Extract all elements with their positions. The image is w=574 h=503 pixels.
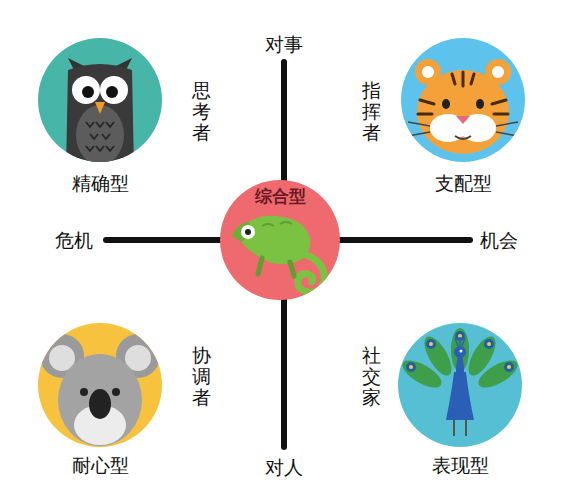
chameleon-icon-part: [232, 216, 324, 292]
peacock-icon-part-part-part: [484, 339, 494, 349]
tiger-icon-part-part: [418, 72, 508, 114]
tiger-icon-part-part: [417, 70, 509, 154]
koala-icon: [38, 323, 162, 447]
owl-icon-part-part: [72, 76, 100, 104]
owl-icon-part-part: [86, 122, 114, 151]
owl-icon: [38, 38, 162, 170]
peacock-icon: [398, 323, 522, 447]
role-label: 社交家: [362, 345, 381, 408]
peacock-icon-part-part-part: [398, 355, 445, 393]
koala-icon-part-part: [112, 388, 120, 396]
peacock-icon-part-part-part: [406, 362, 416, 372]
tiger-icon-part: [401, 38, 525, 162]
chameleon-icon-part-part: [258, 258, 294, 276]
owl-icon-part-part: [95, 102, 105, 114]
role-label: 指挥者: [362, 80, 381, 143]
koala-icon-part-part: [80, 388, 88, 396]
type-name: 支配型: [435, 172, 492, 195]
peacock-icon-part-part-part: [451, 328, 469, 372]
tiger-icon: [401, 38, 525, 162]
tiger-icon-part-part: [442, 99, 450, 109]
axis-label: 对事: [265, 33, 303, 56]
tiger-icon-part-part: [422, 66, 434, 78]
axis-label: 机会: [480, 229, 518, 252]
role-label: 思考者: [192, 80, 211, 143]
tiger-icon-part: [408, 59, 518, 154]
peacock-icon-part-part: [446, 372, 474, 420]
tiger-icon-part-part: [408, 122, 518, 136]
chameleon-icon: [220, 180, 340, 300]
center-circle: 综合型: [220, 180, 340, 300]
peacock-icon-part-part-part: [409, 365, 413, 369]
tiger-icon-part-part: [476, 99, 484, 109]
owl-icon-part-part: [66, 64, 134, 170]
type-circle: 精确型思考者: [38, 38, 162, 162]
koala-icon-part-part: [89, 389, 111, 419]
type-name: 精确型: [72, 172, 129, 195]
peacock-icon-part: [398, 328, 521, 436]
peacock-icon-part-part: [406, 331, 514, 372]
tiger-icon-part-part: [492, 66, 504, 78]
peacock-icon-part-part-part: [474, 355, 521, 393]
chameleon-icon-part-part: [262, 222, 292, 226]
chameleon-icon-part-part: [245, 229, 251, 235]
peacock-icon-part-part-part: [504, 362, 514, 372]
type-name: 综合型: [255, 186, 306, 206]
peacock-icon-part-part: [460, 350, 463, 353]
axis-label: 对人: [265, 456, 303, 479]
owl-icon-part-part: [106, 86, 118, 98]
chameleon-icon-part-part: [298, 254, 324, 292]
peacock-icon-part-part: [454, 420, 466, 436]
koala-icon-part: [38, 323, 162, 447]
peacock-icon-part-part: [455, 337, 465, 346]
owl-icon-part-part: [100, 76, 128, 104]
koala-icon-part: [40, 334, 160, 446]
peacock-icon-part: [398, 323, 522, 447]
type-circle: 表现型社交家: [398, 323, 522, 447]
peacock-icon-part-part-part: [426, 339, 436, 349]
peacock-icon-part-part-part: [487, 342, 491, 346]
peacock-icon-part-part-part: [507, 365, 511, 369]
type-circle: 耐心型协调者: [38, 323, 162, 447]
type-circle: 支配型指挥者: [401, 38, 525, 162]
type-name: 表现型: [432, 454, 489, 477]
peacock-icon-part-part-part: [429, 342, 433, 346]
role-label: 协调者: [192, 345, 211, 408]
axis-label: 危机: [55, 229, 93, 252]
koala-icon-part-part: [58, 354, 142, 446]
chameleon-icon-part: [220, 180, 340, 300]
tiger-icon-part-part: [456, 116, 470, 124]
owl-icon-part: [66, 58, 134, 170]
owl-icon-part-part: [82, 86, 94, 98]
peacock-icon-part-part: [454, 346, 466, 358]
type-name: 耐心型: [72, 454, 129, 477]
tiger-icon-part-part: [455, 136, 471, 139]
chameleon-icon-part-part: [241, 225, 255, 239]
